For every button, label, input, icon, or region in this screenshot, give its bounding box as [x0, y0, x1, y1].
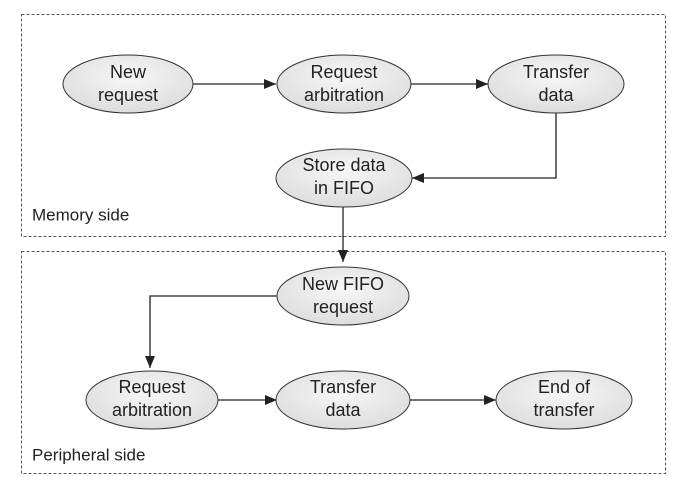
node-transfer-data-memory: Transfer data [487, 54, 625, 114]
node-store-data-in-fifo-line-2: in FIFO [314, 178, 374, 198]
node-transfer-data-memory-line-2: data [538, 85, 574, 105]
memory-side-label: Memory side [32, 205, 129, 224]
node-new-request: New request [62, 54, 194, 114]
edge-transfer-data-to-store-data [412, 113, 557, 183]
node-transfer-data-peripheral-line-1: Transfer [310, 377, 376, 397]
node-new-fifo-request-line-1: New FIFO [302, 274, 384, 294]
node-new-request-line-2: request [98, 85, 158, 105]
node-request-arbitration-memory-line-1: Request [310, 62, 377, 82]
node-request-arbitration-memory: Request arbitration [276, 54, 412, 114]
node-request-arbitration-peripheral-shape [85, 370, 219, 430]
node-transfer-data-peripheral-line-2: data [325, 400, 361, 420]
node-store-data-in-fifo: Store data in FIFO [275, 148, 413, 208]
node-end-of-transfer-shape [495, 370, 633, 430]
node-request-arbitration-memory-line-2: arbitration [304, 85, 384, 105]
node-new-request-shape [62, 54, 194, 114]
connectors [145, 79, 557, 405]
node-new-fifo-request-shape [276, 266, 410, 326]
node-new-fifo-request: New FIFO request [276, 266, 410, 326]
node-request-arbitration-memory-shape [276, 54, 412, 114]
node-end-of-transfer-line-1: End of [538, 377, 591, 397]
node-transfer-data-memory-line-1: Transfer [523, 62, 589, 82]
node-request-arbitration-peripheral-line-1: Request [118, 377, 185, 397]
node-request-arbitration-peripheral-line-2: arbitration [112, 400, 192, 420]
node-request-arbitration-peripheral: Request arbitration [85, 370, 219, 430]
node-end-of-transfer: End of transfer [495, 370, 633, 430]
node-store-data-in-fifo-line-1: Store data [302, 155, 386, 175]
node-new-request-line-1: New [110, 62, 147, 82]
edge-new-fifo-request-to-request-arbitration [145, 295, 277, 368]
node-transfer-data-peripheral: Transfer data [275, 370, 411, 430]
node-transfer-data-peripheral-shape [275, 370, 411, 430]
node-new-fifo-request-line-2: request [313, 297, 373, 317]
node-store-data-in-fifo-shape [275, 148, 413, 208]
node-end-of-transfer-line-2: transfer [533, 400, 594, 420]
peripheral-side-label: Peripheral side [32, 445, 145, 464]
node-transfer-data-memory-shape [487, 54, 625, 114]
